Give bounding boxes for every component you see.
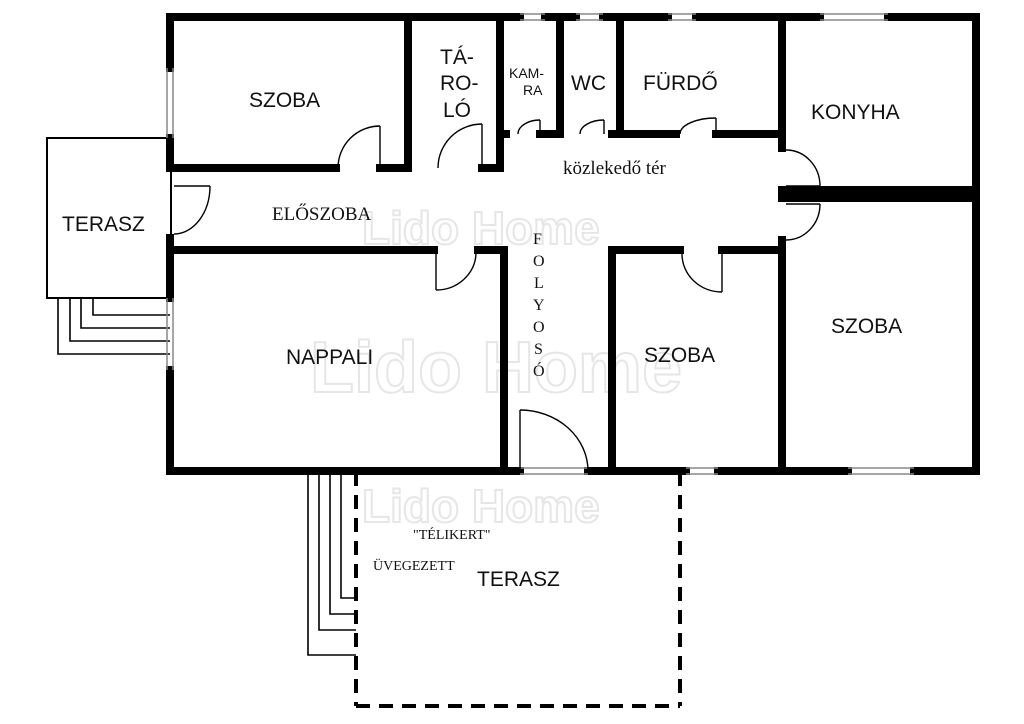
terasz-bottom-steps [307, 471, 356, 656]
telikert-dashed-outline [354, 472, 682, 708]
label-terasz-left: TERASZ [62, 213, 145, 236]
label-kamra-2: RA [523, 82, 543, 98]
label-taroló-3: LÓ [443, 99, 471, 122]
watermark-middle: Lido Home [310, 328, 682, 408]
label-furdo: FÜRDŐ [643, 72, 718, 95]
door-entrance [173, 185, 211, 235]
door-konyha [785, 149, 821, 187]
label-kamra-1: KAM- [509, 65, 544, 81]
label-szoba-mid: SZOBA [644, 344, 715, 367]
door-szoba-mid [681, 253, 723, 293]
label-kozlekedo: közlekedő tér [563, 158, 667, 179]
label-szoba-topleft: SZOBA [249, 89, 320, 112]
terasz-left-steps [57, 298, 170, 355]
label-szoba-right: SZOBA [831, 315, 902, 338]
door-furdo [679, 117, 717, 135]
windows [166, 13, 914, 475]
folyoso-letter: Y [533, 297, 545, 314]
folyoso-letter: O [533, 319, 545, 336]
label-uvegezett: ÜVEGEZETT [373, 557, 455, 574]
label-taroló-2: RO- [440, 72, 479, 95]
door-kamra [517, 119, 541, 135]
label-telikert: "TÉLIKERT" [413, 526, 490, 543]
label-eloszoba: ELŐSZOBA [272, 203, 372, 225]
watermark-bottom: Lido Home [362, 480, 600, 532]
label-terasz-bottom: TERASZ [477, 568, 560, 591]
folyoso-letter: S [534, 341, 543, 358]
folyoso-letter: F [533, 231, 542, 248]
door-nappali [435, 253, 477, 291]
folyoso-letter: Ó [533, 361, 545, 380]
door-wc [579, 119, 605, 135]
folyoso-letter: L [534, 275, 544, 292]
label-nappali: NAPPALI [286, 346, 373, 369]
terasz-left-box [46, 137, 172, 299]
label-folyoso: F O L Y O S Ó [533, 231, 545, 380]
label-konyha: KONYHA [811, 101, 900, 124]
folyoso-letter: O [533, 253, 545, 270]
doors [173, 117, 821, 472]
door-szoba-topleft [337, 125, 381, 169]
door-telikert [519, 409, 589, 472]
walls [166, 13, 980, 475]
label-wc: WC [571, 72, 606, 95]
label-taroló-1: TÁ- [440, 46, 474, 69]
door-taroló [437, 123, 483, 169]
door-szoba-right [785, 203, 821, 241]
